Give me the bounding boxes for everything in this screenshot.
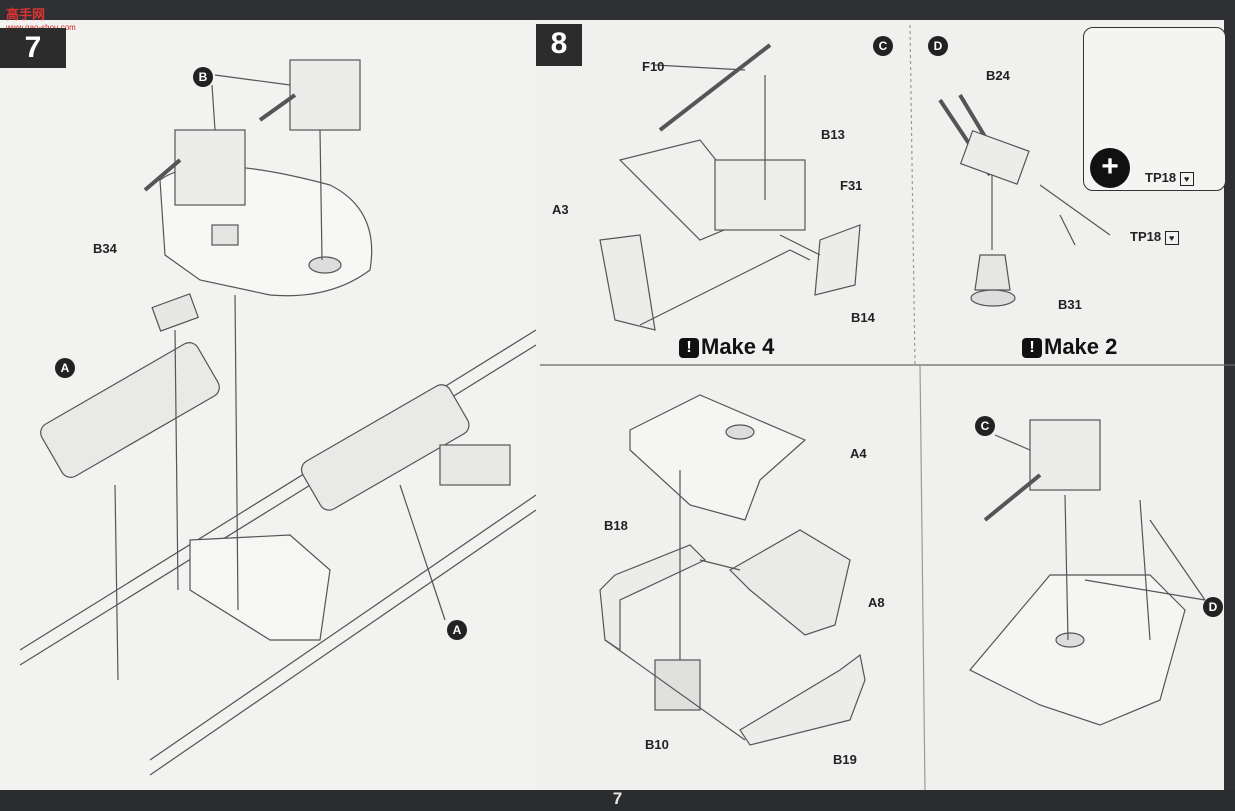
make-2-note: !Make 2: [1022, 334, 1117, 360]
warning-icon: !: [679, 338, 699, 358]
callout-b: B: [193, 67, 213, 87]
label-b14: B14: [851, 310, 875, 325]
warning-icon: !: [1022, 338, 1042, 358]
photo-etch-icon: ♥: [1164, 231, 1179, 245]
label-b34: B34: [93, 241, 117, 256]
label-b31: B31: [1058, 297, 1082, 312]
make-4-note: !Make 4: [679, 334, 774, 360]
label-a8: A8: [868, 595, 885, 610]
callout-a-right: A: [447, 620, 467, 640]
callout-a-left: A: [55, 358, 75, 378]
label-b19: B19: [833, 752, 857, 767]
step-8-marker: 8: [536, 24, 582, 66]
step-7-marker: 7: [0, 28, 66, 68]
label-a4: A4: [850, 446, 867, 461]
label-a3: A3: [552, 202, 569, 217]
label-b18: B18: [604, 518, 628, 533]
label-b10: B10: [645, 737, 669, 752]
zoom-in-icon: +: [1090, 148, 1130, 188]
label-tp18-inset: TP18 ♥: [1145, 170, 1194, 186]
watermark-logo: 高手网www.gao-shou.com: [6, 7, 76, 32]
page-footer: [0, 790, 1235, 811]
label-b13: B13: [821, 127, 845, 142]
marker-c: C: [873, 36, 893, 56]
label-b24: B24: [986, 68, 1010, 83]
label-f31: F31: [840, 178, 863, 193]
callout-d: D: [1203, 597, 1223, 617]
photo-etch-icon: ♥: [1179, 172, 1194, 186]
label-tp18: TP18 ♥: [1130, 229, 1179, 245]
callout-c: C: [975, 416, 995, 436]
marker-d: D: [928, 36, 948, 56]
page-number: 7: [612, 789, 623, 808]
label-f10: F10: [642, 59, 665, 74]
